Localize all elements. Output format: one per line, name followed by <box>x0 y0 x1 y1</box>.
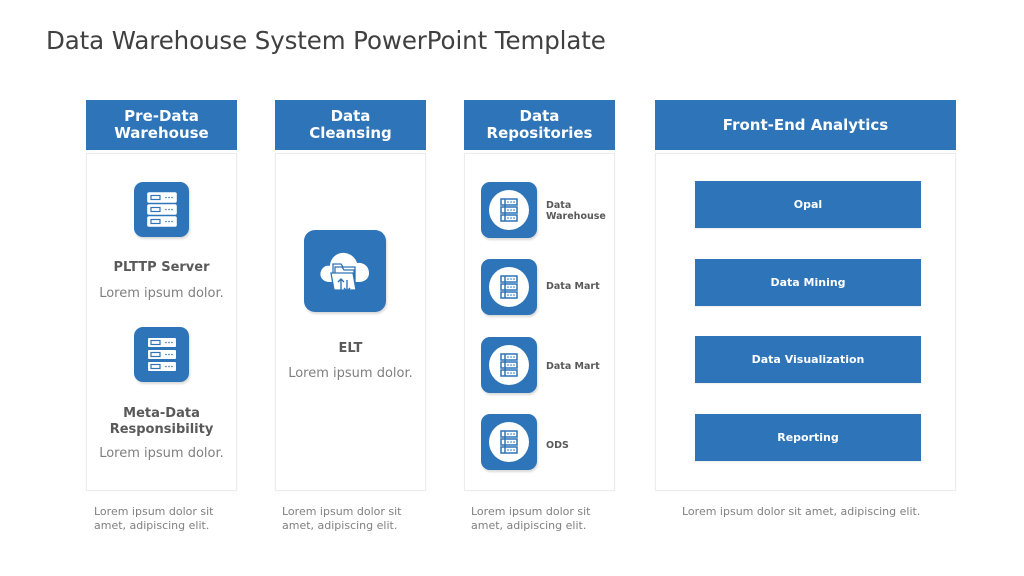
column-header-pre-data-warehouse: Pre-Data Warehouse <box>86 100 237 150</box>
footer-line: amet, adipiscing elit. <box>282 519 398 532</box>
server-rack-icon <box>134 182 189 237</box>
repository-label-line: Warehouse <box>546 211 606 222</box>
footer-line: Lorem ipsum dolor sit <box>471 505 591 518</box>
column-footer-text: Lorem ipsum dolor sit amet, adipiscing e… <box>282 505 402 533</box>
repository-label: Data Mart <box>546 281 600 292</box>
repository-label: ODS <box>546 440 569 451</box>
database-server-icon <box>481 182 537 238</box>
analytics-block-data-mining: Data Mining <box>695 259 921 306</box>
column-header-data-repositories: Data Repositories <box>464 100 615 150</box>
column-box-data-cleansing: ELT Lorem ipsum dolor. <box>275 153 426 491</box>
column-footer-text: Lorem ipsum dolor sit amet, adipiscing e… <box>682 505 921 518</box>
analytics-block-opal: Opal <box>695 181 921 228</box>
column-footer-text: Lorem ipsum dolor sit amet, adipiscing e… <box>471 505 591 533</box>
footer-line: amet, adipiscing elit. <box>94 519 210 532</box>
item-title-line: Meta-Data <box>123 406 200 421</box>
repository-label: Data Warehouse <box>546 200 606 222</box>
column-box-data-repositories: Data Warehouse Data Mart <box>464 153 615 491</box>
header-line: Warehouse <box>114 124 209 142</box>
footer-line: Lorem ipsum dolor sit <box>94 505 214 518</box>
header-line: Repositories <box>486 124 593 142</box>
item-title: ELT <box>338 341 363 356</box>
column-box-pre-data-warehouse: PLTTP Server Lorem ipsum dolor. Meta-Dat… <box>86 153 237 491</box>
column-header-front-end-analytics: Front-End Analytics <box>655 100 956 150</box>
column-header-data-cleansing: Data Cleansing <box>275 100 426 150</box>
repository-label: Data Mart <box>546 361 600 372</box>
analytics-block-reporting: Reporting <box>695 414 921 461</box>
item-title: PLTTP Server <box>113 260 210 275</box>
header-line: Data <box>519 107 560 125</box>
item-description: Lorem ipsum dolor. <box>99 286 224 301</box>
header-line: Pre-Data <box>124 107 199 125</box>
footer-line: amet, adipiscing elit. <box>471 519 587 532</box>
item-title-line: Responsibility <box>109 422 214 437</box>
item-description: Lorem ipsum dolor. <box>288 366 413 381</box>
slide-title: Data Warehouse System PowerPoint Templat… <box>46 26 606 55</box>
header-line: Cleansing <box>309 124 392 142</box>
item-description: Lorem ipsum dolor. <box>99 446 224 461</box>
footer-line: Lorem ipsum dolor sit <box>282 505 402 518</box>
column-footer-text: Lorem ipsum dolor sit amet, adipiscing e… <box>94 505 214 533</box>
column-box-front-end-analytics: Opal Data Mining Data Visualization Repo… <box>655 153 956 491</box>
header-line: Data <box>330 107 371 125</box>
database-server-icon <box>481 337 537 393</box>
cloud-folder-transfer-icon <box>304 230 386 312</box>
item-title: Meta-Data Responsibility <box>87 406 236 438</box>
server-rack-icon <box>134 327 189 382</box>
database-server-icon <box>481 414 537 470</box>
database-server-icon <box>481 259 537 315</box>
repository-label-line: Data <box>546 200 572 211</box>
analytics-block-data-visualization: Data Visualization <box>695 336 921 383</box>
